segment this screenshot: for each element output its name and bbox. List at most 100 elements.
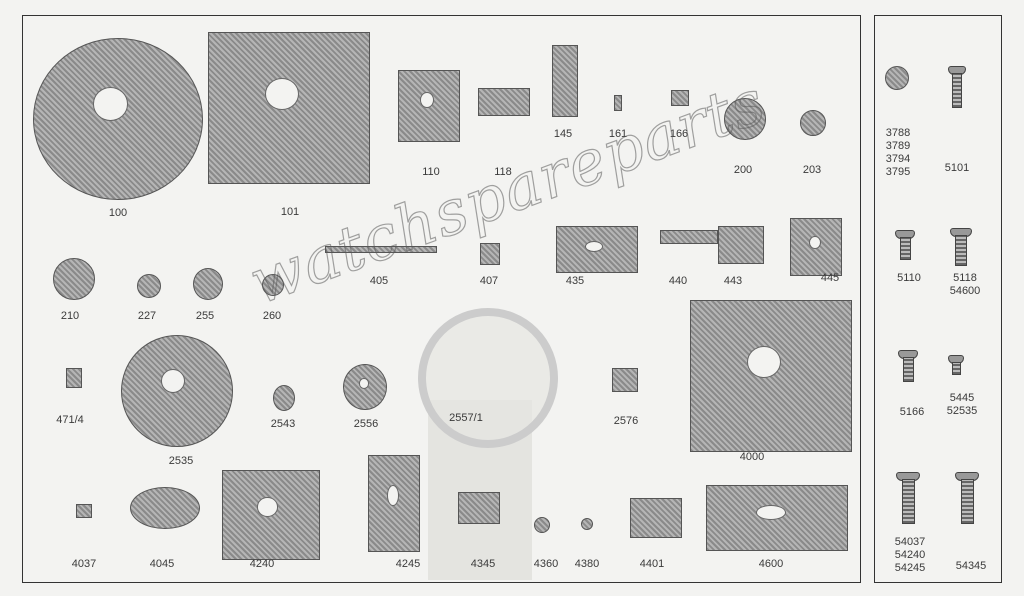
screw-head-image (885, 66, 909, 90)
part-number-label: 2535 (168, 455, 194, 467)
watch-part-145-image (552, 45, 578, 117)
part-number-label: 4240 (249, 558, 275, 570)
part-number-line: 54037 (894, 536, 926, 548)
part-number-label: 471/4 (56, 414, 84, 426)
screw-thread-image (955, 235, 967, 266)
main-parts-panel (22, 15, 861, 583)
screws-panel (874, 15, 1002, 583)
watch-part-100-image (33, 38, 203, 200)
part-number-label: 200 (733, 164, 753, 176)
part-number-line: 54240 (894, 549, 926, 561)
part-number-label: 260 (262, 310, 282, 322)
part-number-label: 4045 (149, 558, 175, 570)
watch-part-445-image (790, 218, 842, 276)
part-number-label: 2543 (270, 418, 296, 430)
part-number-line: 5110 (897, 272, 921, 284)
part-number-label: 203 (802, 164, 822, 176)
watch-part-227-image (137, 274, 161, 298)
watch-part-161-image (614, 95, 622, 111)
part-number-label: 161 (608, 128, 628, 140)
screw-part-number-label: 54345 (956, 560, 987, 573)
part-number-label: 443 (723, 275, 743, 287)
watch-part-260-image (262, 274, 284, 296)
part-hole (747, 346, 781, 378)
watch-part-255-image (193, 268, 223, 300)
part-number-label: 445 (820, 272, 840, 284)
part-hole (265, 78, 299, 110)
part-number-label: 118 (494, 166, 512, 178)
part-hole (420, 92, 434, 108)
part-hole (386, 484, 399, 506)
part-number-label: 210 (60, 310, 80, 322)
watch-part-118-image (478, 88, 530, 116)
watch-part-4600-image (706, 485, 848, 551)
screw-part-number-label: 5166 (900, 406, 924, 419)
screw-thread-image (901, 479, 915, 524)
watch-part-210-image (53, 258, 95, 300)
part-number-line: 5445 (949, 392, 975, 404)
watch-part-405-image (325, 246, 437, 253)
part-number-line: 54600 (949, 285, 981, 297)
watch-part-2543-image (273, 385, 295, 411)
part-number-label: 4600 (758, 558, 784, 570)
date-disc-image (418, 308, 558, 448)
watch-part-4245-image (368, 455, 420, 552)
part-number-label: 101 (280, 206, 300, 218)
part-number-line: 52535 (946, 405, 978, 417)
part-number-line: 5118 (953, 272, 977, 284)
part-number-label: 227 (137, 310, 157, 322)
part-number-line: 54245 (894, 562, 926, 574)
screw-thread-image (899, 237, 911, 260)
watch-part-4000-image (690, 300, 852, 452)
watch-part-4401-image (630, 498, 682, 538)
part-number-label: 255 (195, 310, 215, 322)
part-number-line: 3794 (885, 153, 911, 165)
screw-thread-image (951, 362, 961, 375)
watch-part-110-image (398, 70, 460, 142)
part-number-label: 145 (553, 128, 573, 140)
part-number-label: 407 (479, 275, 499, 287)
watch-part-443-image (718, 226, 764, 264)
part-number-label: 2556 (353, 418, 379, 430)
part-hole (256, 497, 278, 517)
part-number-line: 3788 (885, 127, 911, 139)
screw-part-number-label: 5110 (897, 272, 921, 285)
part-number-label: 4000 (739, 451, 765, 463)
part-number-label: 2557/1 (449, 412, 483, 424)
screw-thread-image (902, 357, 914, 382)
part-number-label: 4345 (470, 558, 496, 570)
part-number-label: 2576 (613, 415, 639, 427)
part-hole (756, 505, 786, 520)
watch-part-4240-image (222, 470, 320, 560)
part-number-label: 4037 (71, 558, 97, 570)
watch-part-2535-image (121, 335, 233, 447)
watch-part-166-image (671, 90, 689, 106)
watch-part-471-4-image (66, 368, 82, 388)
watch-part-440-image (660, 230, 718, 244)
watch-part-435-image (556, 226, 638, 273)
part-number-line: 3795 (885, 166, 911, 178)
watch-part-4045-image (130, 487, 200, 529)
part-number-line: 3789 (885, 140, 911, 152)
part-hole (808, 235, 821, 249)
watch-part-4360-image (534, 517, 550, 533)
screw-thread-image (952, 73, 962, 108)
screw-thread-image (960, 479, 974, 524)
part-number-label: 4360 (533, 558, 559, 570)
part-number-line: 5101 (944, 162, 970, 174)
watch-part-203-image (800, 110, 826, 136)
part-number-label: 405 (369, 275, 389, 287)
watch-part-407-image (480, 243, 500, 265)
part-number-label: 4401 (639, 558, 665, 570)
part-number-line: 54345 (955, 560, 987, 572)
watch-part-101-image (208, 32, 370, 184)
part-number-label: 435 (565, 275, 585, 287)
part-hole (92, 87, 129, 121)
part-number-label: 110 (422, 166, 440, 178)
watch-part-4037-image (76, 504, 92, 518)
part-number-label: 4380 (574, 558, 600, 570)
